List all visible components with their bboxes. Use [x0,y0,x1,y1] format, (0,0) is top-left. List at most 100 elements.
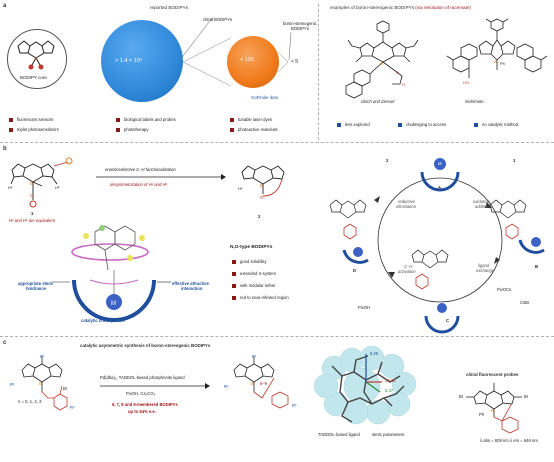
svg-text:B: B [494,59,497,64]
pivocs-label: PivOCs [497,287,512,292]
bullet-square [230,117,234,122]
product-r1: R¹ [252,354,257,359]
compound-1-label: 1 [31,211,34,216]
bodipy-core-label: BODIPY core [20,75,47,80]
bullet-square [9,117,13,122]
steric-params-label: steric parameters [372,432,405,437]
bodipy-core-structure: B [17,40,55,70]
svg-text:Ph: Ph [500,61,505,66]
challenge-item: challenging to access [398,122,446,127]
addition-label: addition [475,204,490,209]
product-r2: R² [224,384,229,389]
svg-text:Hᵃ: Hᵃ [238,186,243,191]
application-item: photoactive materials [230,127,278,132]
svg-text:Hᵇ: Hᵇ [55,185,60,190]
elimination-label: elimination [396,204,417,209]
reagent-1: Pd(dba)₂, TADDOL-based phosphonite ligan… [100,375,185,380]
probe-br-right: Br [524,394,529,399]
reagent-2: PivOH, Cs₂CO₃ [126,391,156,396]
attractive-note-2: interaction [181,286,203,291]
panel-letter-b: b [3,146,7,152]
attractive-note-1: effective attractive [172,281,209,286]
exchange-label: exchange [476,268,495,273]
cycle-label-b: B [535,264,539,269]
taddol-label: TADDOL-based ligand [318,432,360,437]
oxidative-label: oxidative [473,199,490,204]
probe-ph: Ph [479,412,485,417]
arrow-bottom-label: desymmetrization of Hᵃ and Hᵇ [110,182,167,187]
reported-bodipys-sphere [101,20,183,102]
cycle-label-a: A [438,185,442,190]
svg-text:O: O [260,195,264,200]
property-item: good solubility [232,259,267,264]
chiral-count: < 100 [240,57,254,63]
reported-title: reported BODIPYs [150,5,189,10]
bullet-square [232,259,236,264]
svg-text:B: B [39,381,42,386]
compound-1-structure: B O Hᵃ Hᵇ [8,157,73,208]
probe-title: chiral fluorescent probes [466,372,519,377]
svg-text:B: B [251,381,254,386]
svg-text:B: B [491,408,494,413]
product-r3: R³ [292,403,297,408]
product-structure: B [233,356,289,409]
application-item: fluorescent sensors [9,117,53,122]
cycle-m-a: M [438,161,442,166]
probe-structure: B [466,383,522,434]
chiral-pointer [179,17,213,61]
bullet-square [232,283,236,288]
bullet-square [116,117,120,122]
arrow-top-label: enantioselective C–H functionalization [105,167,176,172]
panel-letter-c: c [3,340,7,346]
substrate-br: Br [63,386,68,391]
svg-text:M: M [111,301,116,307]
highlight-2: up to 94% e.e. [128,409,156,414]
steric-arrow [52,281,70,283]
reaction-arrow-c [100,383,210,389]
svg-text:O: O [402,82,405,87]
reaction-arrow [96,174,226,180]
nishimoto-label: Nishimoto [465,99,484,104]
examples-title: examples of boron-stereogenic BODIPYs (v… [330,5,471,10]
steric-note-1: appropriate steric [18,281,54,286]
boron-taper-lines [277,51,289,73]
ring-size: 6–9 [260,381,267,386]
bullet-square [9,127,13,132]
bullet-square [232,271,236,276]
application-item: phototherapy [116,127,148,132]
catalytic-cycle [329,158,545,334]
bullet-square [398,122,402,127]
nno-title: N,O-type BODIPYs [230,245,273,250]
svg-text:Hᵃ: Hᵃ [8,185,13,190]
ulrich-ziessel-label: Ulrich and Ziessel [361,99,395,104]
compound-2-label: 2 [258,214,261,219]
nishimoto-structure: B Ph HO [446,18,548,85]
svg-text:B: B [260,183,263,188]
bullet-square [232,295,236,300]
emission-value: λ em = 646 nm [510,438,538,443]
substrate-r1: R¹ [40,354,45,359]
cycle-step-2: 2 [386,158,389,163]
svg-text:B: B [380,61,383,66]
equivalent-note: Hᵃ and Hᵇ are equivalent [9,218,55,223]
challenge-item: less explored [337,122,370,127]
chiral-bodipys-sphere [227,36,279,88]
pocket-label: catalytic chiral pocket [81,318,125,323]
challenge-item: no catalytic method [474,122,518,127]
taper-lines [182,37,232,87]
svg-text:B: B [30,181,33,186]
panel-letter-a: a [3,3,7,9]
substrate-r2: R² [10,382,15,387]
boron-stereogenic-label-1: boron-stereogenic [283,21,317,26]
ligand-label: ligand [478,263,490,268]
catalytic-pocket-illustration: M [71,225,156,322]
panel-c-title: catalytic asymmetric synthesis of boron-… [80,343,211,348]
panel-a-divider [318,4,319,140]
scifinder-source: SciFinder data [251,95,278,100]
property-item: red to near-infrared region [232,295,289,300]
boron-pointer [288,31,292,61]
ch-label: C–H [404,264,413,269]
activation-label: activation [398,269,416,274]
bullet-square [337,122,341,127]
svg-text:O: O [30,193,34,198]
